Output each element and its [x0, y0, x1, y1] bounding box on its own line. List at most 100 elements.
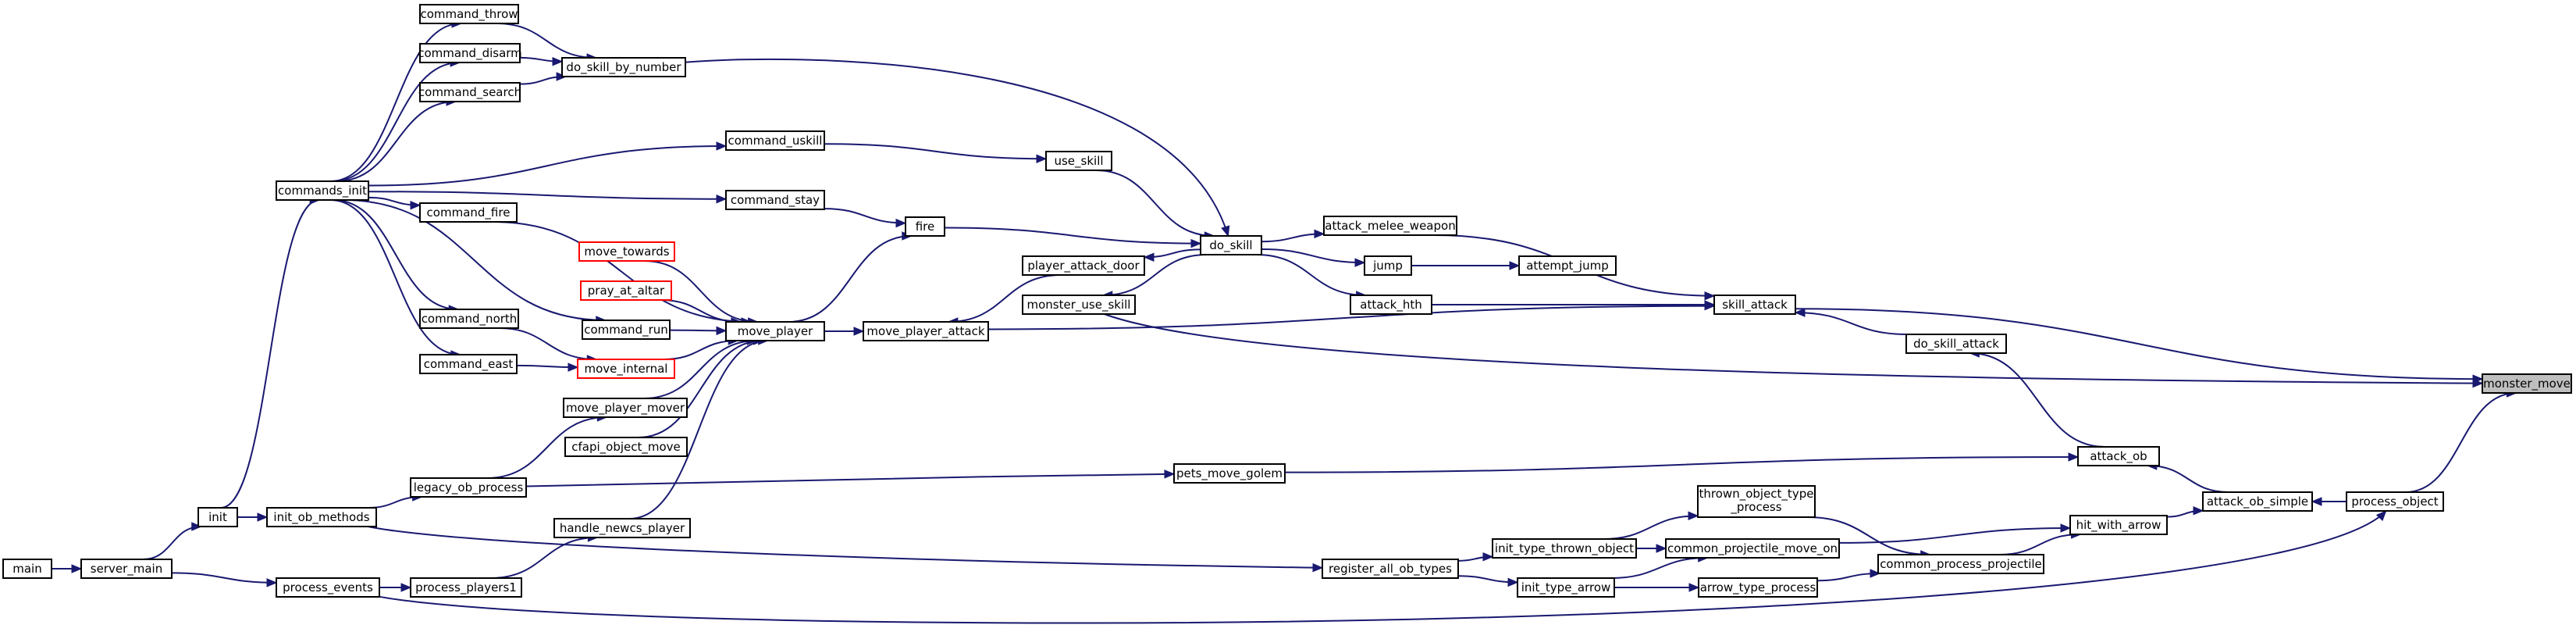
- node-move_player_mover[interactable]: move_player_mover: [563, 398, 688, 418]
- node-box-commands_init[interactable]: [276, 180, 369, 201]
- node-box-arrow_type_process[interactable]: [1698, 577, 1818, 598]
- node-box-fire[interactable]: [905, 216, 945, 237]
- node-box-init[interactable]: [197, 507, 238, 527]
- node-init_type_thrown_object[interactable]: init_type_thrown_object: [1492, 538, 1637, 559]
- node-box-server_main[interactable]: [80, 559, 173, 579]
- node-box-command_search[interactable]: [419, 82, 521, 102]
- node-box-command_stay[interactable]: [725, 190, 825, 210]
- node-box-do_skill_attack[interactable]: [1905, 334, 2007, 354]
- node-jump[interactable]: jump: [1364, 255, 1412, 276]
- node-box-do_skill_by_number[interactable]: [561, 57, 686, 77]
- node-player_attack_door[interactable]: player_attack_door: [1022, 255, 1145, 276]
- node-box-process_events[interactable]: [276, 577, 380, 598]
- node-do_skill_attack[interactable]: do_skill_attack: [1905, 334, 2007, 354]
- node-box-use_skill[interactable]: [1045, 151, 1112, 171]
- node-box-move_player_attack[interactable]: [863, 321, 989, 341]
- node-pets_move_golem[interactable]: pets_move_golem: [1173, 463, 1286, 484]
- node-thrown_object_type_process[interactable]: thrown_object_type_process: [1697, 485, 1816, 518]
- node-server_main[interactable]: server_main: [80, 559, 173, 579]
- node-init_type_arrow[interactable]: init_type_arrow: [1517, 577, 1615, 598]
- node-move_internal[interactable]: move_internal: [577, 359, 675, 379]
- node-command_east[interactable]: command_east: [419, 354, 518, 374]
- node-box-monster_use_skill[interactable]: [1022, 295, 1136, 315]
- node-command_throw[interactable]: command_throw: [419, 4, 519, 24]
- node-box-pets_move_golem[interactable]: [1173, 463, 1286, 484]
- node-command_run[interactable]: command_run: [582, 320, 671, 340]
- node-common_process_projectile[interactable]: common_process_projectile: [1877, 554, 2044, 574]
- node-skill_attack[interactable]: skill_attack: [1713, 295, 1796, 315]
- node-box-move_player_mover[interactable]: [563, 398, 688, 418]
- node-fire[interactable]: fire: [905, 216, 945, 237]
- node-box-monster_move[interactable]: [2482, 373, 2572, 394]
- node-move_player[interactable]: move_player: [725, 321, 825, 341]
- node-box-command_disarm[interactable]: [419, 43, 521, 63]
- node-command_north[interactable]: command_north: [419, 309, 519, 329]
- node-box-init_type_thrown_object[interactable]: [1492, 538, 1637, 559]
- node-move_towards[interactable]: move_towards: [578, 241, 675, 262]
- node-pray_at_altar[interactable]: pray_at_altar: [580, 280, 672, 301]
- node-do_skill[interactable]: do_skill: [1200, 235, 1262, 255]
- node-box-process_object[interactable]: [2346, 491, 2444, 512]
- node-box-command_throw[interactable]: [419, 4, 519, 24]
- node-box-attempt_jump[interactable]: [1518, 255, 1617, 276]
- node-init[interactable]: init: [197, 507, 238, 527]
- node-box-do_skill[interactable]: [1200, 235, 1262, 255]
- node-move_player_attack[interactable]: move_player_attack: [863, 321, 989, 341]
- node-attack_ob_simple[interactable]: attack_ob_simple: [2202, 491, 2313, 512]
- node-box-handle_newcs_player[interactable]: [553, 518, 691, 538]
- node-attack_melee_weapon[interactable]: attack_melee_weapon: [1323, 216, 1457, 236]
- node-monster_move[interactable]: monster_move: [2482, 373, 2572, 394]
- node-box-move_player[interactable]: [725, 321, 825, 341]
- node-box-process_players1[interactable]: [410, 577, 522, 598]
- node-common_projectile_move_on[interactable]: common_projectile_move_on: [1665, 538, 1840, 559]
- node-box-attack_ob_simple[interactable]: [2202, 491, 2313, 512]
- node-box-main[interactable]: [2, 559, 52, 579]
- node-commands_init[interactable]: commands_init: [276, 180, 369, 201]
- node-attack_ob[interactable]: attack_ob: [2077, 446, 2160, 466]
- node-command_search[interactable]: command_search: [418, 82, 521, 102]
- node-box-legacy_ob_process[interactable]: [410, 477, 527, 498]
- node-box-register_all_ob_types[interactable]: [1322, 559, 1459, 579]
- node-box-cfapi_object_move[interactable]: [564, 437, 688, 457]
- node-command_fire[interactable]: command_fire: [419, 202, 518, 223]
- node-box-player_attack_door[interactable]: [1022, 255, 1145, 276]
- node-box-move_internal[interactable]: [577, 359, 675, 379]
- node-box-attack_melee_weapon[interactable]: [1323, 216, 1457, 236]
- node-box-command_run[interactable]: [582, 320, 671, 340]
- node-handle_newcs_player[interactable]: handle_newcs_player: [553, 518, 691, 538]
- node-box-thrown_object_type_process[interactable]: [1697, 485, 1816, 518]
- node-register_all_ob_types[interactable]: register_all_ob_types: [1322, 559, 1459, 579]
- node-process_events[interactable]: process_events: [276, 577, 380, 598]
- node-cfapi_object_move[interactable]: cfapi_object_move: [564, 437, 688, 457]
- node-box-init_ob_methods[interactable]: [266, 507, 377, 527]
- node-init_ob_methods[interactable]: init_ob_methods: [266, 507, 377, 527]
- node-do_skill_by_number[interactable]: do_skill_by_number: [561, 57, 686, 77]
- node-process_players1[interactable]: process_players1: [410, 577, 522, 598]
- node-box-init_type_arrow[interactable]: [1517, 577, 1615, 598]
- node-command_stay[interactable]: command_stay: [725, 190, 825, 210]
- node-attack_hth[interactable]: attack_hth: [1350, 295, 1432, 315]
- node-box-common_projectile_move_on[interactable]: [1665, 538, 1840, 559]
- node-box-skill_attack[interactable]: [1713, 295, 1796, 315]
- node-box-move_towards[interactable]: [578, 241, 675, 262]
- node-box-common_process_projectile[interactable]: [1877, 554, 2044, 574]
- node-box-command_uskill[interactable]: [725, 130, 825, 151]
- node-box-hit_with_arrow[interactable]: [2069, 515, 2168, 535]
- node-box-command_fire[interactable]: [419, 202, 518, 223]
- node-box-jump[interactable]: [1364, 255, 1412, 276]
- node-command_disarm[interactable]: command_disarm: [418, 43, 522, 63]
- node-legacy_ob_process[interactable]: legacy_ob_process: [410, 477, 527, 498]
- node-arrow_type_process[interactable]: arrow_type_process: [1698, 577, 1818, 598]
- node-hit_with_arrow[interactable]: hit_with_arrow: [2069, 515, 2168, 535]
- node-use_skill[interactable]: use_skill: [1045, 151, 1112, 171]
- node-main[interactable]: main: [2, 559, 52, 579]
- node-command_uskill[interactable]: command_uskill: [725, 130, 825, 151]
- node-box-command_north[interactable]: [419, 309, 519, 329]
- node-process_object[interactable]: process_object: [2346, 491, 2444, 512]
- node-box-command_east[interactable]: [419, 354, 518, 374]
- node-monster_use_skill[interactable]: monster_use_skill: [1022, 295, 1136, 315]
- node-box-attack_hth[interactable]: [1350, 295, 1432, 315]
- node-attempt_jump[interactable]: attempt_jump: [1518, 255, 1617, 276]
- node-box-attack_ob[interactable]: [2077, 446, 2160, 466]
- node-box-pray_at_altar[interactable]: [580, 280, 672, 301]
